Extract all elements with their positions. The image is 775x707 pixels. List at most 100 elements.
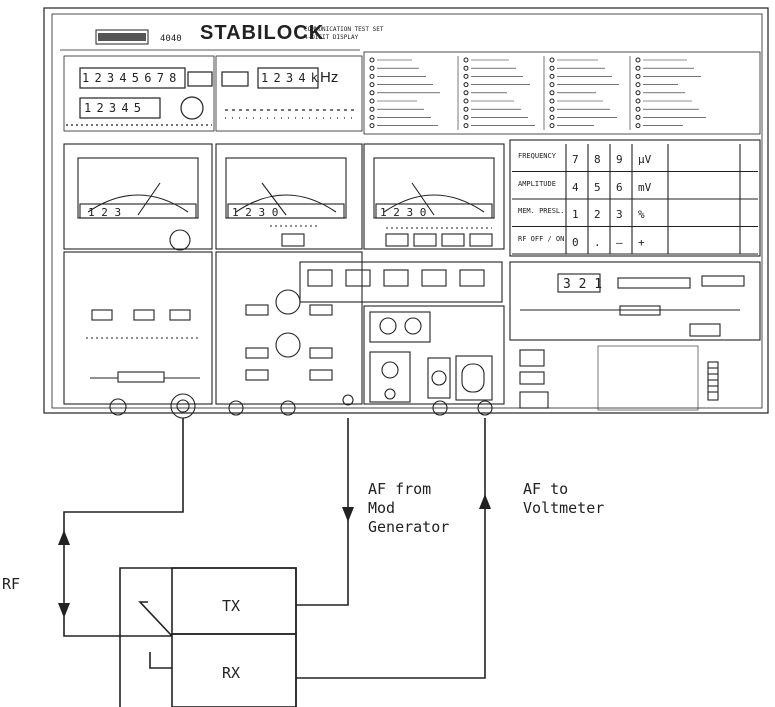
keypad-key[interactable]: 9 [616,153,623,166]
mode-indicator [369,65,375,71]
mode-indicator [369,82,375,88]
af-mod-out-port [342,394,354,406]
keypad-key[interactable]: + [638,235,645,249]
keypad-row-label: AMPLITUDE [518,179,556,188]
sub-digit-display [79,97,161,119]
keypad-key[interactable]: 7 [572,153,579,166]
af-from-arrow [342,507,354,522]
af-voltmeter-cable [296,418,486,679]
mode-indicator [635,57,641,63]
keypad-key[interactable]: 4 [572,180,579,194]
mode-indicator [463,82,469,88]
keypad [509,139,761,257]
mode-indicator [635,106,641,112]
keypad-key[interactable]: 2 [594,208,601,221]
mode-indicator [549,98,555,104]
mode-indicator [549,123,555,129]
mode-indicator [463,123,469,129]
rf-arrow-down [58,603,70,618]
memory-display [557,273,601,293]
mode-indicator [549,57,555,63]
instrument-front-panel [43,7,769,414]
mode-indicator [369,98,375,104]
transceiver [119,567,297,707]
meter-3-scale: 1 2 3 0 [380,206,427,219]
keypad-key[interactable]: % [638,208,645,221]
rf-label: RF [2,575,21,593]
wiring [63,418,486,679]
mode-indicator [463,114,469,120]
keypad-key[interactable]: μV [638,153,652,166]
mode-indicator [549,90,555,96]
model-number: 4040 [160,34,182,44]
af-digits: 1 2 3 4 k [261,71,318,85]
mode-indicator [549,114,555,120]
meter-2-scale: 1 2 3 0 [232,206,279,219]
keypad-key[interactable]: 1 [572,208,579,221]
mode-indicator [369,106,375,112]
af-to-arrow [479,494,491,509]
mode-indicator [549,106,555,112]
af-to-label: AF to Voltmeter [523,480,605,517]
keypad-row-label: MEM. PRESL. [518,207,565,215]
mode-indicator [635,82,641,88]
mode-indicator [635,65,641,71]
mode-indicator [463,57,469,63]
arrows [58,494,491,618]
memory-digits: 3 2 1 [563,277,603,292]
mode-indicator [635,123,641,129]
sub-digits: 1 2 3 4 5 [84,101,141,115]
meters-section [63,143,505,251]
mode-indicator [463,90,469,96]
af-voltmeter-in-port [477,400,493,416]
keypad-key[interactable]: 3 [616,208,623,221]
mode-indicator [635,90,641,96]
rx-label: RX [222,664,241,682]
rf-port-left [109,398,127,416]
mode-indicator [635,73,641,79]
tx-label: TX [222,597,241,615]
mode-list [369,57,706,129]
mode-indicator [549,82,555,88]
keypad-row-label: FREQUENCY [518,152,556,160]
mode-indicator [369,114,375,120]
rf-connector [170,393,196,419]
mode-indicator [549,73,555,79]
hz-unit: Hz [320,69,339,86]
control-section [63,251,761,419]
rf-digit-display [79,67,186,89]
subtitle-line2: 4-DIGIT DISPLAY [304,34,359,41]
mode-indicator [369,57,375,63]
mode-indicator [549,65,555,71]
mode-indicator [635,98,641,104]
mode-indicator [369,90,375,96]
mode-indicator [635,114,641,120]
keypad-key[interactable]: 0 [572,235,579,249]
mode-indicator [463,98,469,104]
af-from-label: AF from Mod Generator [368,480,450,536]
meter-1-scale: 1 2 3 [88,206,122,219]
transceiver-body [119,567,297,707]
af-mod-cable [296,418,349,606]
rf-arrow-up [58,530,70,545]
keypad-key[interactable]: . [594,235,601,249]
mode-indicator [463,65,469,71]
keypad-key[interactable]: 8 [594,153,601,166]
rf-digits: 1 2 3 4 5 6 7 8 [82,71,176,85]
brand-logo-text: STABILOCK [200,22,325,44]
keypad-key[interactable]: mV [638,180,652,194]
mode-indicator [463,73,469,79]
mode-indicator [369,123,375,129]
rf-cable [63,418,184,637]
keypad-row-label: RF OFF / ON [518,234,565,243]
keypad-key[interactable]: 6 [616,180,623,194]
mode-indicator [463,106,469,112]
keypad-key[interactable]: 5 [594,180,601,194]
keypad-key[interactable]: – [616,235,623,249]
subtitle-line1: COMMUNICATION TEST SET [304,26,384,33]
rx-box [171,633,297,707]
af-digit-display [257,67,319,89]
mode-indicator [369,73,375,79]
